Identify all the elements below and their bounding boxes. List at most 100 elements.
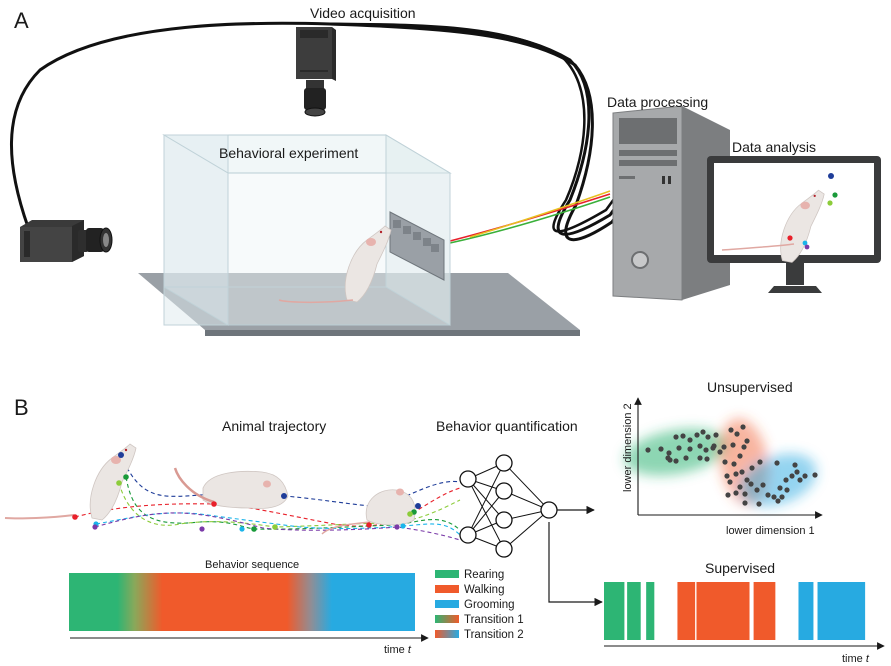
nn-node (495, 511, 513, 529)
mouse-walking-icon (173, 467, 289, 509)
y-axis-label: lower dimension 2 (622, 403, 634, 492)
scatter-point (737, 484, 743, 490)
scatter-point (739, 469, 745, 475)
scatter-point (722, 459, 728, 465)
keypoint-nose (828, 173, 834, 179)
scatter-point (676, 445, 682, 451)
monitor-keypoints (787, 173, 838, 250)
supervised-segment-walking (753, 582, 776, 640)
scatter-point (744, 438, 750, 444)
scatter-point (687, 446, 693, 452)
keypoint-hindpaw-2 (804, 244, 810, 250)
scatter-point (744, 477, 750, 483)
scatter-point (666, 450, 672, 456)
scatter-point (797, 477, 803, 483)
scatter-point (697, 443, 703, 449)
scatter-point (765, 492, 771, 498)
monitor-icon (707, 156, 881, 293)
behavior-quantification-label: Behavior quantification (436, 418, 578, 434)
legend-swatch (435, 585, 459, 593)
scatter-point (740, 424, 746, 430)
scatter-point (802, 473, 808, 479)
legend-label: Transition 1 (464, 614, 524, 626)
scatter-point (680, 433, 686, 439)
x-axis-label: lower dimension 1 (726, 525, 815, 537)
scatter-point (794, 469, 800, 475)
scatter-point (683, 455, 689, 461)
scatter-point (771, 494, 777, 500)
scatter-point (775, 498, 781, 504)
scatter-point (728, 427, 734, 433)
nn-edge (503, 509, 550, 550)
time-axis-supervised-label: time t (842, 653, 870, 665)
legend-swatch (435, 615, 459, 623)
top-camera-icon (296, 27, 336, 117)
scatter-point (734, 431, 740, 437)
scatter-point (658, 446, 664, 452)
behavioral-experiment-label: Behavioral experiment (219, 145, 358, 161)
legend-label: Grooming (464, 599, 515, 611)
scatter-point (812, 472, 818, 478)
side-camera-icon (20, 220, 113, 262)
supervised-segment-grooming (817, 582, 866, 640)
supervised-segment-walking (677, 582, 696, 640)
supervised-segment-rearing (627, 582, 641, 640)
nn-node (495, 454, 513, 472)
scatter-point (717, 449, 723, 455)
legend-swatch (435, 570, 459, 578)
scatter-point (687, 437, 693, 443)
scatter-point (748, 481, 754, 487)
scatter-point (742, 491, 748, 497)
cluster-rearing (624, 428, 728, 476)
scatter-point (733, 490, 739, 496)
scatter-point (700, 429, 706, 435)
keypoint-forepaw-2 (827, 200, 833, 206)
nn-node (459, 526, 477, 544)
nn-edge (467, 490, 505, 536)
scatter-point (733, 471, 739, 477)
supervised-label: Supervised (705, 560, 775, 576)
nn-node (540, 501, 558, 519)
scatter-point (774, 460, 780, 466)
scatter-point (721, 444, 727, 450)
neural-network-diagram (459, 454, 558, 558)
cluster-grooming (739, 453, 817, 507)
scatter-point (757, 459, 763, 465)
legend-swatch (435, 600, 459, 608)
camera-cables (10, 21, 635, 242)
scatter-point (756, 501, 762, 507)
cluster-blobs (624, 418, 817, 507)
behavior-sequence-label: Behavior sequence (205, 559, 299, 571)
data-analysis-label: Data analysis (732, 139, 816, 155)
video-acquisition-label: Video acquisition (310, 5, 416, 21)
scatter-point (741, 444, 747, 450)
keypoint-tail-base (787, 235, 793, 241)
scatter-point (703, 447, 709, 453)
nn-node (495, 482, 513, 500)
scatter-point (742, 500, 748, 506)
keypoint-hindpaw-1 (802, 240, 808, 246)
arena (138, 134, 580, 336)
scatter-point (789, 473, 795, 479)
scatter-point (777, 485, 783, 491)
nn-edge (467, 478, 505, 550)
panel-b-letter: B (14, 395, 29, 420)
animal-trajectory-label: Animal trajectory (222, 418, 326, 434)
nn-edge (503, 462, 550, 511)
nn-edge (467, 462, 505, 536)
scatter-point (673, 458, 679, 464)
scatter-point (705, 434, 711, 440)
supervised-bars (604, 582, 866, 640)
legend-label: Transition 2 (464, 629, 524, 641)
scatter-point (737, 453, 743, 459)
supervised-segment-walking (696, 582, 750, 640)
mouse-rearing-icon (4, 443, 137, 521)
lever-panel-icon (389, 211, 445, 281)
scatter-point (694, 432, 700, 438)
scatter-point (665, 455, 671, 461)
time-axis-sequence-label: time t (384, 644, 412, 656)
scatter-point (754, 487, 760, 493)
scatter-point (779, 494, 785, 500)
